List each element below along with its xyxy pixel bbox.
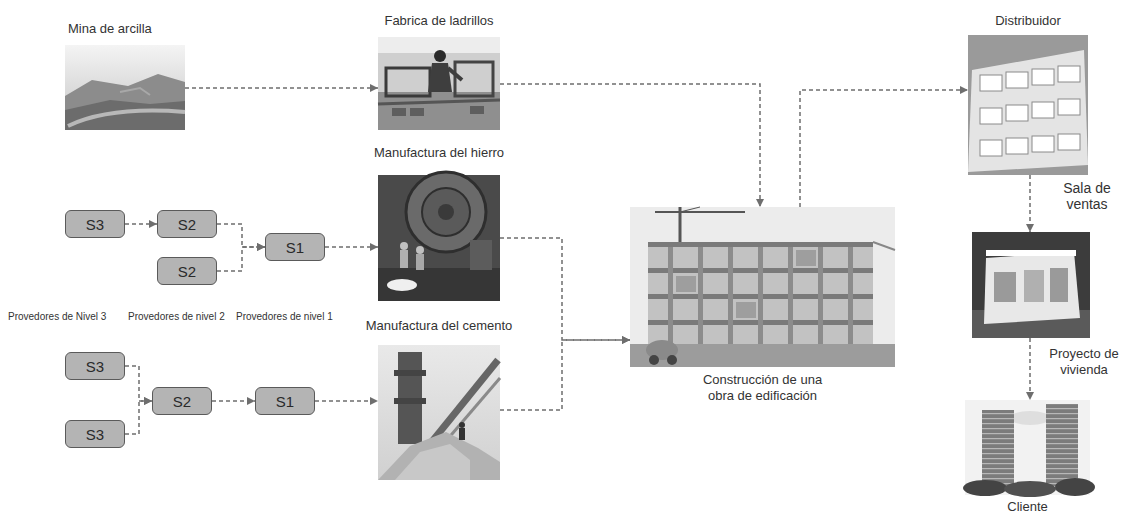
dashed-arrow [212, 400, 255, 402]
tier-label: Provedores de nivel 2 [128, 311, 225, 323]
brick-factory-photo [378, 37, 500, 130]
photo-heading: Sala de ventas [1054, 180, 1120, 212]
supplier-box: S1 [265, 233, 325, 261]
photo-node: Sala de ventas [972, 232, 1090, 338]
iron-factory-photo [378, 172, 500, 301]
photo-node: Mina de arcilla [65, 45, 185, 130]
photo-heading: Proyecto de vivienda [1044, 346, 1124, 377]
dashed-arrow [500, 340, 630, 410]
dashed-arrow [325, 246, 378, 248]
photo-node: Manufactura del hierro [378, 175, 500, 301]
clay-mine-photo [65, 45, 185, 130]
dashed-arrow [500, 238, 630, 340]
supplier-box: S2 [157, 257, 217, 285]
supplier-box: S1 [255, 387, 315, 415]
photo-heading: Fabrica de ladrillos [384, 13, 493, 29]
supplier-box: S3 [65, 352, 125, 380]
dashed-arrow [315, 400, 378, 402]
photo-heading: Manufactura del cemento [366, 318, 513, 334]
dashed-arrow [1029, 175, 1031, 232]
supplier-label: S3 [86, 359, 104, 374]
supplier-label: S3 [86, 217, 104, 232]
photo-node: Proyecto de viviendaCliente [965, 400, 1090, 495]
supplier-label: S3 [86, 427, 104, 442]
sales-room-photo [972, 232, 1090, 338]
photo-node: Construcción de una obra de edificación [630, 207, 895, 367]
dashed-arrow [217, 247, 265, 271]
supplier-label: S2 [178, 264, 196, 279]
distributor-model-photo [968, 35, 1088, 175]
photo-heading: Mina de arcilla [68, 21, 152, 37]
photo-node: Fabrica de ladrillos [378, 37, 500, 130]
supplier-label: S2 [178, 217, 196, 232]
supplier-box: S2 [152, 387, 212, 415]
supplier-label: S1 [286, 240, 304, 255]
construction-site-photo [630, 207, 895, 367]
cement-factory-photo [378, 345, 500, 480]
dashed-arrow [185, 87, 378, 89]
supplier-label: S2 [173, 394, 191, 409]
photo-heading: Distribuidor [995, 13, 1061, 29]
supplier-box: S2 [157, 210, 217, 238]
photo-node: Manufactura del cemento [378, 345, 500, 480]
dashed-arrow [1029, 338, 1031, 400]
dashed-arrow [125, 223, 157, 225]
housing-project-photo [963, 400, 1095, 497]
dashed-arrow [800, 90, 968, 207]
supplier-box: S3 [65, 420, 125, 448]
dashed-arrow [125, 366, 152, 401]
photo-heading: Construcción de una obra de edificación [701, 372, 825, 403]
supplier-box: S3 [65, 210, 125, 238]
dashed-arrow [125, 401, 152, 434]
tier-label: Provedores de nivel 1 [236, 311, 333, 323]
tier-label: Provedores de Nivel 3 [8, 311, 106, 323]
photo-heading: Manufactura del hierro [374, 145, 504, 161]
photo-heading: Cliente [1007, 499, 1047, 515]
photo-node: Distribuidor [968, 35, 1088, 175]
dashed-arrow [217, 224, 265, 247]
dashed-arrow [500, 84, 760, 207]
supplier-label: S1 [276, 394, 294, 409]
